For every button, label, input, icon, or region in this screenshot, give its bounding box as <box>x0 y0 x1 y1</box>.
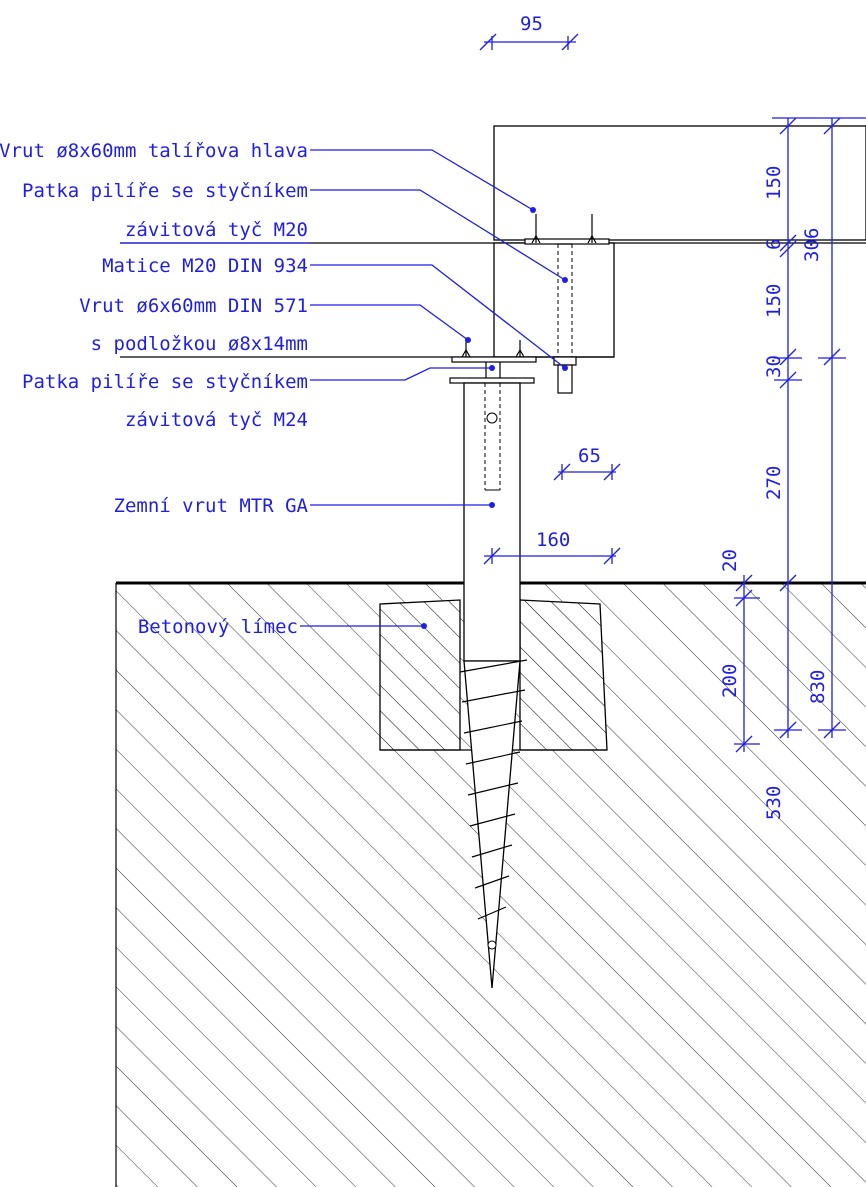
labels: Vrut ø8x60mm talířova hlava Patka pilíře… <box>0 140 309 638</box>
dim-20: 20 <box>719 549 741 572</box>
dim-160: 160 <box>536 529 570 551</box>
dim-200: 200 <box>719 664 741 698</box>
dim-30: 30 <box>763 355 785 378</box>
dimension-texts: 95 65 160 150 6 306 150 30 270 20 200 83… <box>520 13 829 820</box>
dim-530: 530 <box>763 786 785 820</box>
label-betonovy-limec: Betonový límec <box>138 616 298 638</box>
label-patka-m20-line1: Patka pilíře se styčníkem <box>22 180 308 202</box>
ground-screw <box>459 382 528 989</box>
label-matice: Matice M20 DIN 934 <box>102 255 308 277</box>
label-patka-m24-line1: Patka pilíře se styčníkem <box>22 371 308 393</box>
dimension-lines <box>479 33 866 753</box>
dim-150-top: 150 <box>763 166 785 200</box>
dim-150-mid: 150 <box>763 284 785 318</box>
dim-6: 6 <box>763 239 785 250</box>
label-patka-m20-line2: závitová tyč M20 <box>125 219 308 241</box>
concrete-collar <box>379 599 608 751</box>
label-zemni-vrut: Zemní vrut MTR GA <box>114 495 309 517</box>
dim-830: 830 <box>807 670 829 704</box>
upper-beam <box>120 125 866 244</box>
label-vrut-6x60-line2: s podložkou ø8x14mm <box>91 333 308 355</box>
leaders <box>120 149 568 629</box>
dim-270: 270 <box>763 466 785 500</box>
dim-65: 65 <box>578 445 601 467</box>
top-foot-plate <box>524 214 610 362</box>
pillar-block <box>120 242 615 358</box>
dim-95: 95 <box>520 13 543 35</box>
dim-306: 306 <box>801 228 823 262</box>
label-patka-m24-line2: závitová tyč M24 <box>125 409 308 431</box>
label-vrut-6x60-line1: Vrut ø6x60mm DIN 571 <box>79 295 308 317</box>
label-vrut-8x60: Vrut ø8x60mm talířova hlava <box>0 140 308 162</box>
